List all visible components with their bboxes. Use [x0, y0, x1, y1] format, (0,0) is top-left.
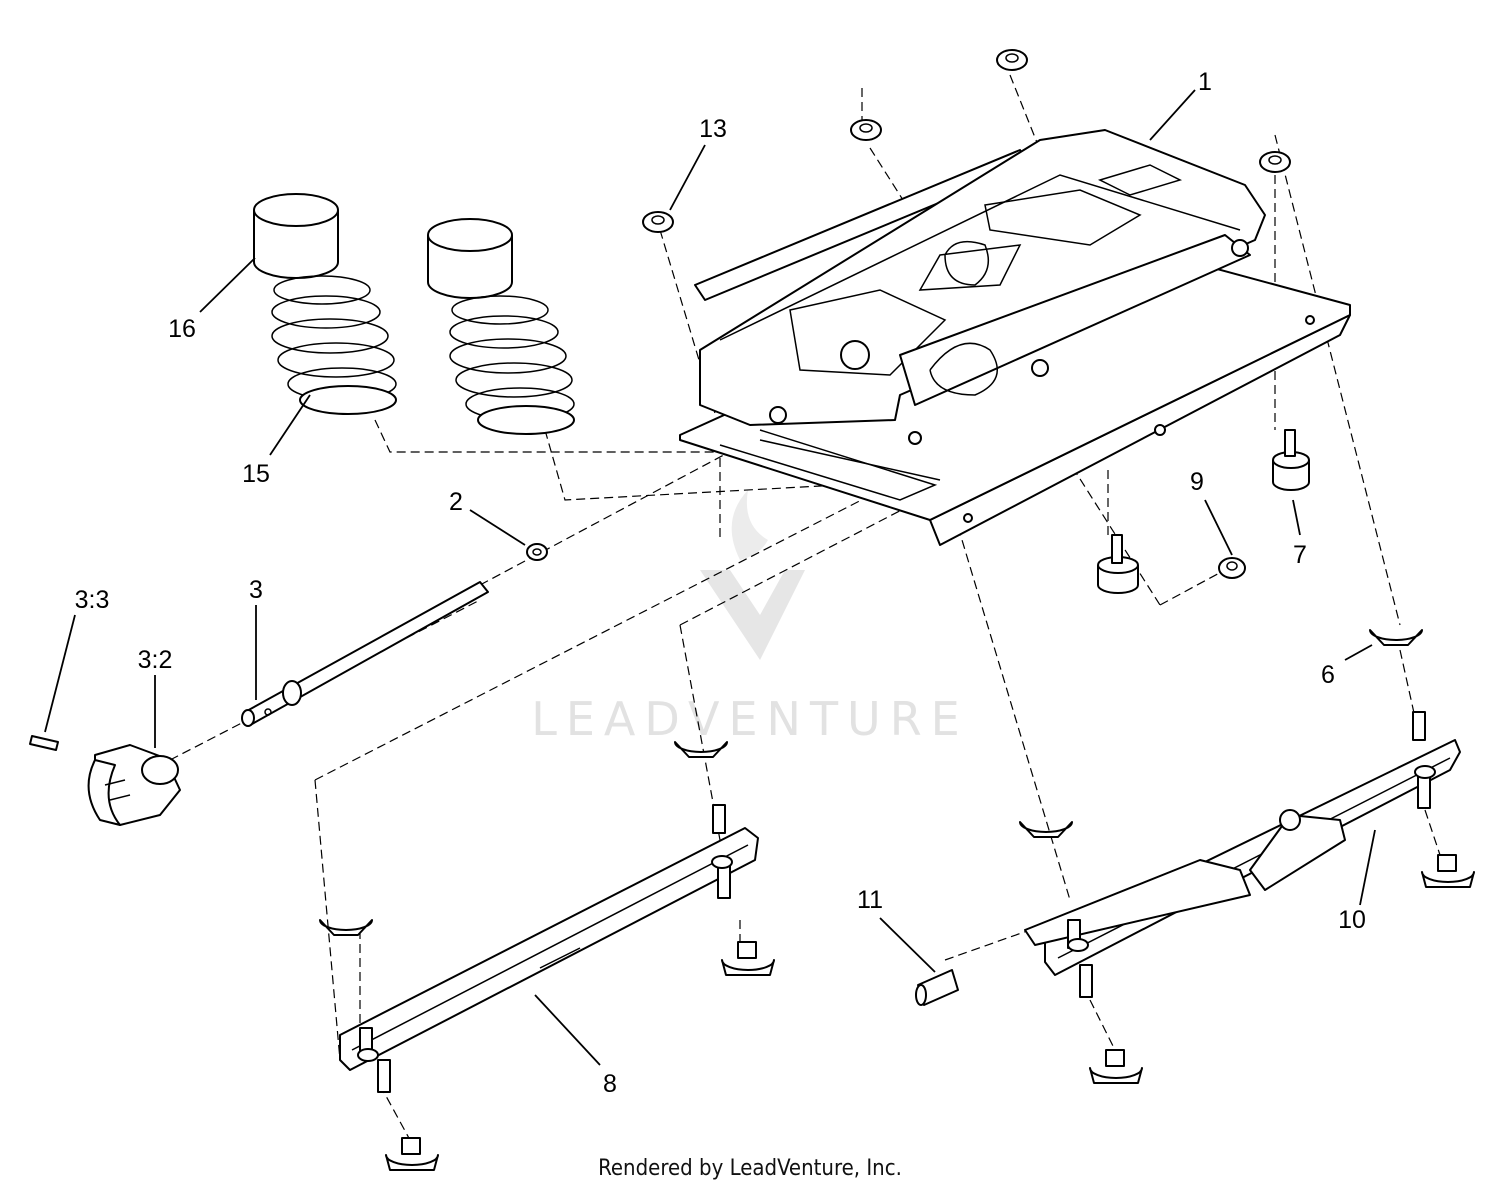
nut-13-c [996, 49, 1028, 71]
nut-13-d [1259, 151, 1291, 173]
cup-washer-d [319, 919, 373, 936]
callout-2: 2 [449, 488, 463, 516]
spring-right [449, 295, 575, 435]
callout-3-2: 3:2 [138, 646, 173, 674]
nuts [642, 49, 1291, 233]
cup-washer-c [1019, 821, 1073, 838]
spacer-sleeve [915, 969, 959, 1006]
callouts: 1 13 16 15 2 3 3:2 3:3 9 7 6 10 11 8 [75, 68, 1366, 1098]
watermark-logo-icon [700, 570, 805, 660]
callout-6: 6 [1321, 661, 1335, 689]
footer-credit: Rendered by LeadVenture, Inc. [598, 1156, 902, 1181]
seat-suspension-frame [679, 129, 1351, 546]
washer [526, 543, 548, 561]
lock-nut [1218, 557, 1246, 579]
rail-feet-right [1089, 854, 1475, 1084]
rubber-bumper-b [1097, 534, 1139, 594]
rubber-bumper-a [1272, 429, 1310, 491]
callout-10: 10 [1338, 906, 1366, 934]
rail-feet-left [385, 941, 775, 1171]
spring-left [271, 275, 397, 415]
callout-3-3: 3:3 [75, 586, 110, 614]
callout-7: 7 [1293, 541, 1307, 569]
callout-3: 3 [249, 576, 263, 604]
bumper-cap-left [253, 193, 339, 279]
callout-16: 16 [168, 315, 196, 343]
cup-washer-b [674, 741, 728, 758]
nut-13-a [642, 211, 674, 233]
adjusting-knob [87, 744, 181, 826]
adjusting-rod [241, 581, 489, 727]
roll-pin [29, 735, 59, 751]
seat-rail-left [339, 804, 759, 1093]
watermark-text: LEADVENTURE [531, 692, 969, 746]
callout-11: 11 [857, 886, 883, 914]
watermark: LEADVENTURE [531, 490, 969, 746]
bumper-cap-right [427, 218, 513, 299]
callout-15: 15 [242, 460, 270, 488]
seat-rail-right [1024, 711, 1461, 998]
nut-13-b [850, 119, 882, 141]
callout-8: 8 [603, 1070, 617, 1098]
callout-1: 1 [1198, 68, 1212, 96]
callout-9: 9 [1190, 468, 1204, 496]
callout-13: 13 [699, 115, 727, 143]
cup-washer-a [1369, 629, 1423, 646]
leader-lines [44, 89, 1376, 1066]
